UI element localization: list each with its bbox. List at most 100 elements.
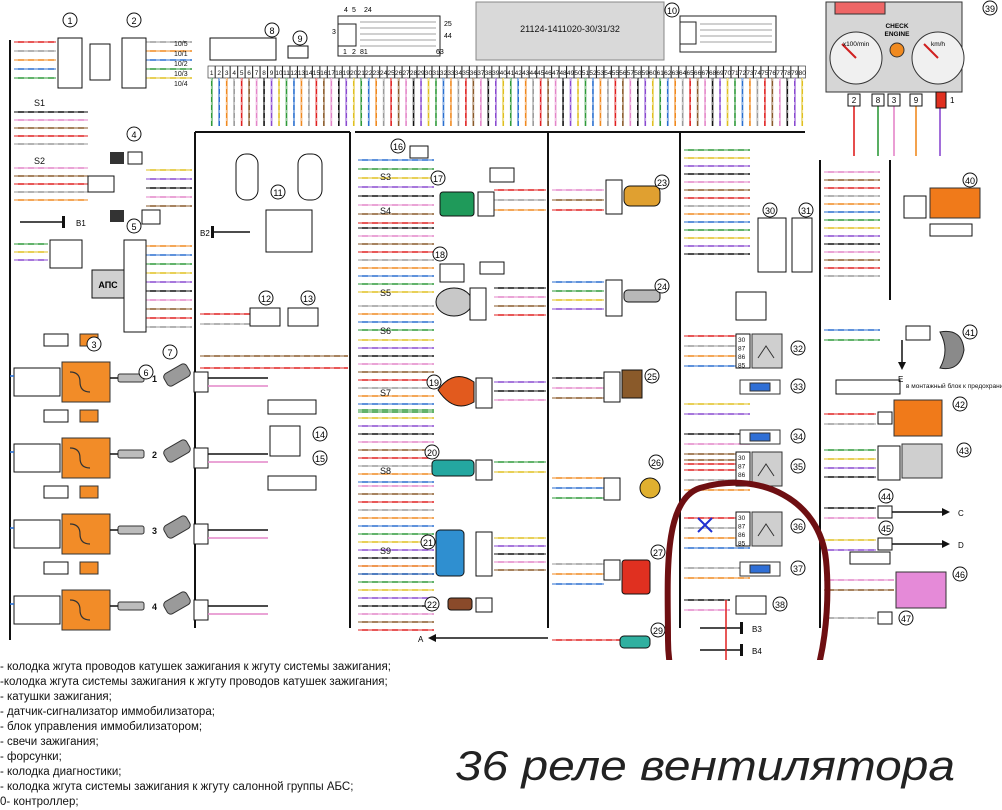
relay-43: 43 xyxy=(877,442,972,481)
sensor-21: 21 xyxy=(420,529,493,577)
fuse-note: в монтажный блок к предохранителю F7 xyxy=(835,379,1002,395)
legend-line: - блок управления иммобилизатором; xyxy=(0,721,203,733)
svg-text:10/2: 10/2 xyxy=(174,61,188,68)
injector xyxy=(163,591,268,621)
svg-text:в монтажный блок к предохранит: в монтажный блок к предохранителю F7 xyxy=(906,382,1002,390)
ecu-pin-number: 78 xyxy=(784,70,792,77)
ecu-pin: 27 xyxy=(402,65,410,79)
connector-1-view xyxy=(89,43,111,81)
immobilizer-sensor-4: 4 xyxy=(87,126,143,193)
ecu-pin: 14 xyxy=(304,65,313,79)
svg-text:S9: S9 xyxy=(380,546,391,556)
svg-text:S3: S3 xyxy=(380,172,391,182)
relay-pin: 30 xyxy=(738,337,746,344)
ecu-pin: 35 xyxy=(461,65,470,79)
relay-pin: 30 xyxy=(738,515,746,522)
ecu-pin-number: 77 xyxy=(776,70,784,77)
ecu-pin-number: 10 xyxy=(275,70,283,77)
relay-pin: 86 xyxy=(738,532,746,539)
ecu-pin: 31 xyxy=(431,65,440,79)
ecu-pin-number: 24 xyxy=(380,70,388,77)
svg-text:4: 4 xyxy=(131,130,136,140)
connector-14: 14 xyxy=(267,399,328,457)
legend-line: - форсунки; xyxy=(0,751,62,763)
connector-10-label: 10 xyxy=(664,2,680,18)
relay-pin: 85 xyxy=(738,363,746,370)
output-a: A xyxy=(418,634,548,644)
ecu-pin-number: 72 xyxy=(739,70,747,77)
ecu-pin: 53 xyxy=(596,65,604,79)
svg-text:2: 2 xyxy=(352,49,356,56)
legend-line: -колодка жгута системы зажигания к жгуту… xyxy=(0,676,388,688)
immobilizer-unit-5: 5 xyxy=(110,209,161,234)
svg-text:63: 63 xyxy=(436,49,444,56)
ecu-pin-number: 42 xyxy=(515,70,523,77)
svg-text:1: 1 xyxy=(950,96,955,105)
fuse: 33 xyxy=(739,378,806,395)
ecu-pin-number: 45 xyxy=(537,70,545,77)
ecu-pin-number: 75 xyxy=(761,70,769,77)
ecu-pin-number: 61 xyxy=(657,70,665,77)
ecu-pin: 49 xyxy=(566,65,575,79)
ecu-pin: 68 xyxy=(708,65,717,79)
ecu-connector-left: 4 5 24 1 2 81 25 44 3 63 xyxy=(332,7,452,57)
ecu-pin: 9 xyxy=(267,65,276,79)
relay-pin: 87 xyxy=(738,464,746,471)
ecu-pin: 56 xyxy=(618,65,627,79)
ecu-pin-number: 15 xyxy=(313,70,321,77)
ecu-pin: 3 xyxy=(222,65,231,79)
ecu-pin-number: 60 xyxy=(649,70,657,77)
spark-plug: 3 xyxy=(110,525,157,536)
ecu-pin-number: 70 xyxy=(724,70,732,77)
svg-text:km/h: km/h xyxy=(931,41,945,48)
legend-line: - катушки зажигания; xyxy=(0,691,112,703)
ecu-pin: 45 xyxy=(536,65,545,79)
svg-text:B1: B1 xyxy=(76,219,86,228)
cylinder-number: 1 xyxy=(152,374,157,384)
svg-text:10/1: 10/1 xyxy=(174,51,188,58)
svg-text:10/4: 10/4 xyxy=(174,81,188,88)
svg-text:24: 24 xyxy=(364,7,372,14)
svg-text:S2: S2 xyxy=(34,156,45,166)
sensor-16: 16 xyxy=(390,138,429,159)
connector-12: 12 xyxy=(249,290,281,327)
svg-text:6: 6 xyxy=(143,368,148,378)
svg-text:21: 21 xyxy=(423,538,433,548)
ecu-pin-number: 38 xyxy=(485,70,493,77)
ecu-pin: 70 xyxy=(723,65,732,79)
module-40: 40 xyxy=(903,172,981,237)
ecu-pin: 46 xyxy=(544,65,552,79)
svg-text:15: 15 xyxy=(315,454,325,464)
connector-30: 30 xyxy=(757,202,787,273)
legend-line: - свечи зажигания; xyxy=(0,736,99,748)
ecu-pin: 28 xyxy=(409,65,418,79)
ecu-pin-number: 55 xyxy=(612,70,620,77)
injector xyxy=(163,515,268,545)
relay-number: 36 xyxy=(793,522,803,532)
relay-pin: 87 xyxy=(738,524,746,531)
ecu-pin: 17 xyxy=(327,65,335,79)
svg-text:B3: B3 xyxy=(752,625,762,634)
svg-text:27: 27 xyxy=(653,548,663,558)
svg-text:31: 31 xyxy=(801,206,811,216)
svg-text:45: 45 xyxy=(881,524,891,534)
ecu-pin: 2 xyxy=(215,65,223,79)
ecu-pin: 76 xyxy=(768,65,776,79)
ecu-pin: 69 xyxy=(715,65,724,79)
wire-codes-left: 10/5 10/1 10/2 10/3 10/4 xyxy=(174,41,188,88)
ecu-pin-number: 11 xyxy=(283,70,290,77)
ecu-pin-number: 64 xyxy=(679,70,687,77)
fan-motor-41: 41 xyxy=(905,324,978,370)
relay-pin: 85 xyxy=(738,541,746,548)
svg-text:22: 22 xyxy=(427,600,437,610)
ecu-pin: 77 xyxy=(775,65,784,79)
ecu-pin: 30 xyxy=(424,65,433,79)
ground-b4: B4 xyxy=(700,644,762,656)
svg-text:3: 3 xyxy=(91,340,96,350)
svg-text:x100/min: x100/min xyxy=(843,41,870,48)
ecu-pin: 60 xyxy=(648,65,657,79)
svg-text:1: 1 xyxy=(343,49,347,56)
ecu-pin-number: 27 xyxy=(402,70,410,77)
fuse-number: 37 xyxy=(793,564,803,574)
